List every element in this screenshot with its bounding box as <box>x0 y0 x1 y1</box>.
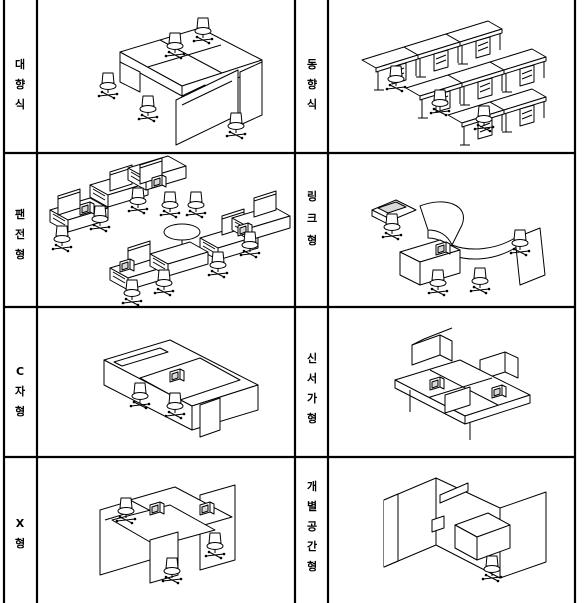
label-char: 식 <box>15 97 25 111</box>
cell-label-fan: 팬 전 형 <box>15 207 25 261</box>
c-shape-layout-illustration <box>104 340 258 437</box>
x-shape-layout-illustration <box>100 485 235 584</box>
label-char: 링 <box>307 190 317 203</box>
link-layout-illustration <box>372 200 545 296</box>
face-to-face-layout-illustration <box>98 18 262 145</box>
cell-label-x-shape: X 형 <box>15 517 25 550</box>
label-char: 형 <box>307 233 317 247</box>
label-char: 가 <box>307 391 317 405</box>
label-char: 신 <box>307 351 317 365</box>
fan-layout-illustration <box>50 156 290 306</box>
label-char: 형 <box>15 536 25 550</box>
label-char: 간 <box>307 539 317 553</box>
same-direction-layout-illustration <box>362 21 546 145</box>
cell-label-stack: 신 서 가 형 <box>307 351 317 425</box>
label-char: 대 <box>15 57 25 71</box>
label-char: 형 <box>15 404 25 418</box>
cell-label-c-shape: C 자 형 <box>15 365 26 418</box>
individual-space-layout-illustration <box>384 478 546 582</box>
label-char: 크 <box>307 212 317 225</box>
label-char: X <box>16 517 25 530</box>
cell-label-same-direction: 동 향 식 <box>307 58 317 111</box>
label-char: 향 <box>307 77 317 91</box>
label-char: 식 <box>307 97 317 111</box>
label-char: 형 <box>15 247 25 261</box>
label-char: 팬 <box>15 207 25 221</box>
label-char: C <box>16 365 24 378</box>
label-char: 동 <box>307 58 317 71</box>
label-char: 형 <box>307 411 317 425</box>
label-char: 서 <box>307 371 317 385</box>
label-char: 개 <box>307 479 317 493</box>
cell-label-face-to-face: 대 향 식 <box>15 57 25 111</box>
label-char: 향 <box>15 77 25 91</box>
cell-label-link: 링 크 형 <box>307 190 317 247</box>
label-char: 별 <box>307 500 317 513</box>
cell-label-individual: 개 별 공 간 형 <box>307 479 317 573</box>
label-char: 공 <box>307 520 317 533</box>
label-char: 형 <box>307 559 317 573</box>
label-char: 자 <box>15 384 26 398</box>
label-char: 전 <box>15 227 25 241</box>
stack-layout-illustration <box>395 328 530 440</box>
